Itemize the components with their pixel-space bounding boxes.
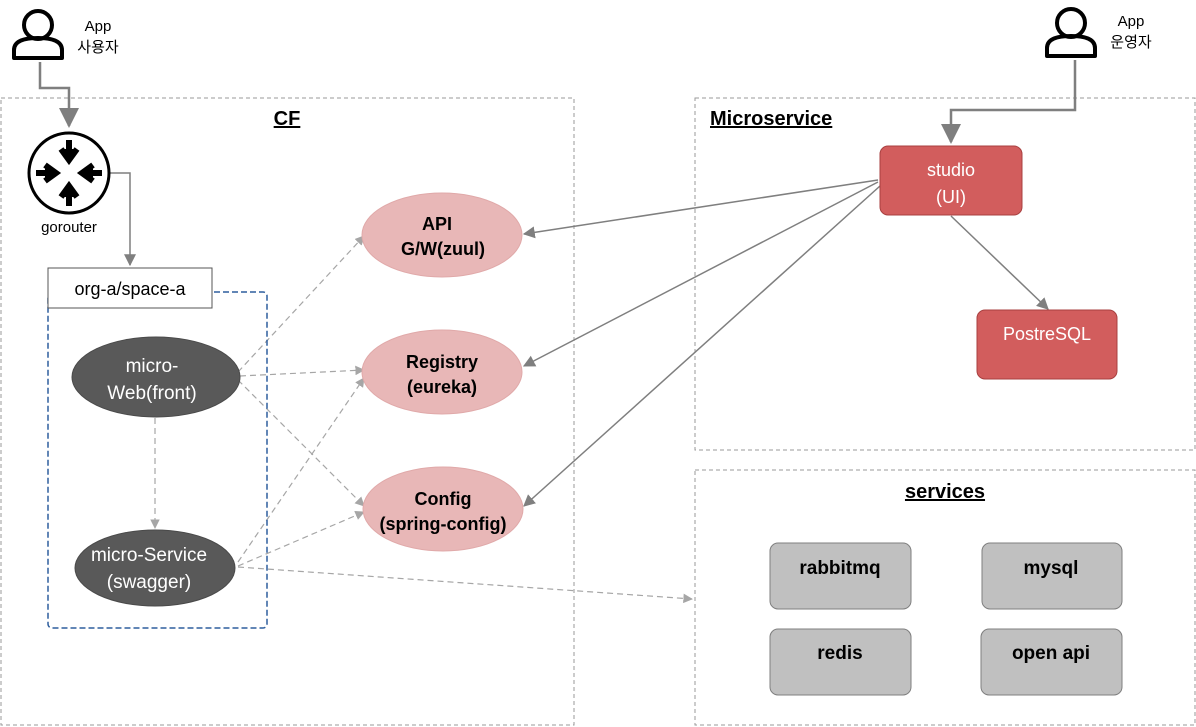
operator-to-studio-arrow [941,60,1077,144]
studio-to-config-arrow [523,185,881,507]
gorouter-label: gorouter [41,219,97,236]
service-to-services-arrow [237,566,693,604]
studio-to-registry-arrow [522,181,879,367]
app-operator-label-2: 운영자 [1110,34,1152,51]
app-user-label-1: App [85,18,112,35]
microservice-region [694,97,1196,451]
config-node: Config (spring-config) [362,466,524,552]
cf-region-title: CF [274,108,301,130]
rabbitmq-label: rabbitmq [799,558,880,579]
rabbitmq-node: rabbitmq [769,542,912,610]
open-api-label: open api [1012,643,1090,664]
app-user-label-2: 사용자 [77,39,119,56]
micro-web-label-1: micro- [126,356,179,377]
micro-service-label-1: micro-Service [91,545,207,566]
api-gateway-label-2: G/W(zuul) [401,239,485,259]
studio-label-2: (UI) [936,187,966,207]
space-boundary [47,291,268,629]
gorouter-to-space-arrow [110,172,136,267]
web-to-registry-arrow [239,365,365,377]
microservice-region-title: Microservice [710,108,832,130]
mysql-label: mysql [1024,558,1079,579]
studio-label-1: studio [927,160,975,180]
micro-service-node: micro-Service (swagger) [74,529,236,607]
registry-label-1: Registry [406,352,478,372]
redis-label: redis [817,643,862,664]
space-label: org-a/space-a [74,279,186,299]
api-gateway-node: API G/W(zuul) [361,192,523,278]
postgresql-node: PostreSQL [976,309,1118,380]
service-to-registry-arrow [237,377,365,563]
postgresql-label: PostreSQL [1003,324,1091,344]
micro-web-node: micro- Web(front) [71,336,241,418]
gorouter-node: gorouter [27,131,111,236]
studio-node: studio (UI) [879,145,1023,216]
services-region [694,469,1196,726]
services-region-title: services [905,481,985,503]
app-operator-label-1: App [1118,13,1145,30]
micro-service-label-2: (swagger) [107,572,191,593]
studio-to-api-arrow [522,179,879,239]
app-operator-actor: App 운영자 [1045,7,1152,58]
person-outline-icon [12,9,64,60]
config-label-1: Config [415,489,472,509]
mysql-node: mysql [981,542,1123,610]
redis-node: redis [769,628,912,696]
micro-web-label-2: Web(front) [107,383,196,404]
api-gateway-label-1: API [422,214,452,234]
web-to-config-arrow [237,379,365,507]
space-label-box [47,267,213,309]
cf-region [0,97,575,726]
user-to-gorouter-arrow [38,62,79,128]
registry-node: Registry (eureka) [361,329,523,415]
person-outline-icon [1045,7,1097,58]
open-api-node: open api [980,628,1123,696]
web-to-api-arrow [237,235,365,373]
router-arrows-icon [27,131,111,215]
service-to-config-arrow [237,510,365,567]
config-label-2: (spring-config) [380,514,507,534]
registry-label-2: (eureka) [407,377,477,397]
app-user-actor: App 사용자 [12,9,119,60]
studio-to-postgresql-arrow [950,215,1049,310]
